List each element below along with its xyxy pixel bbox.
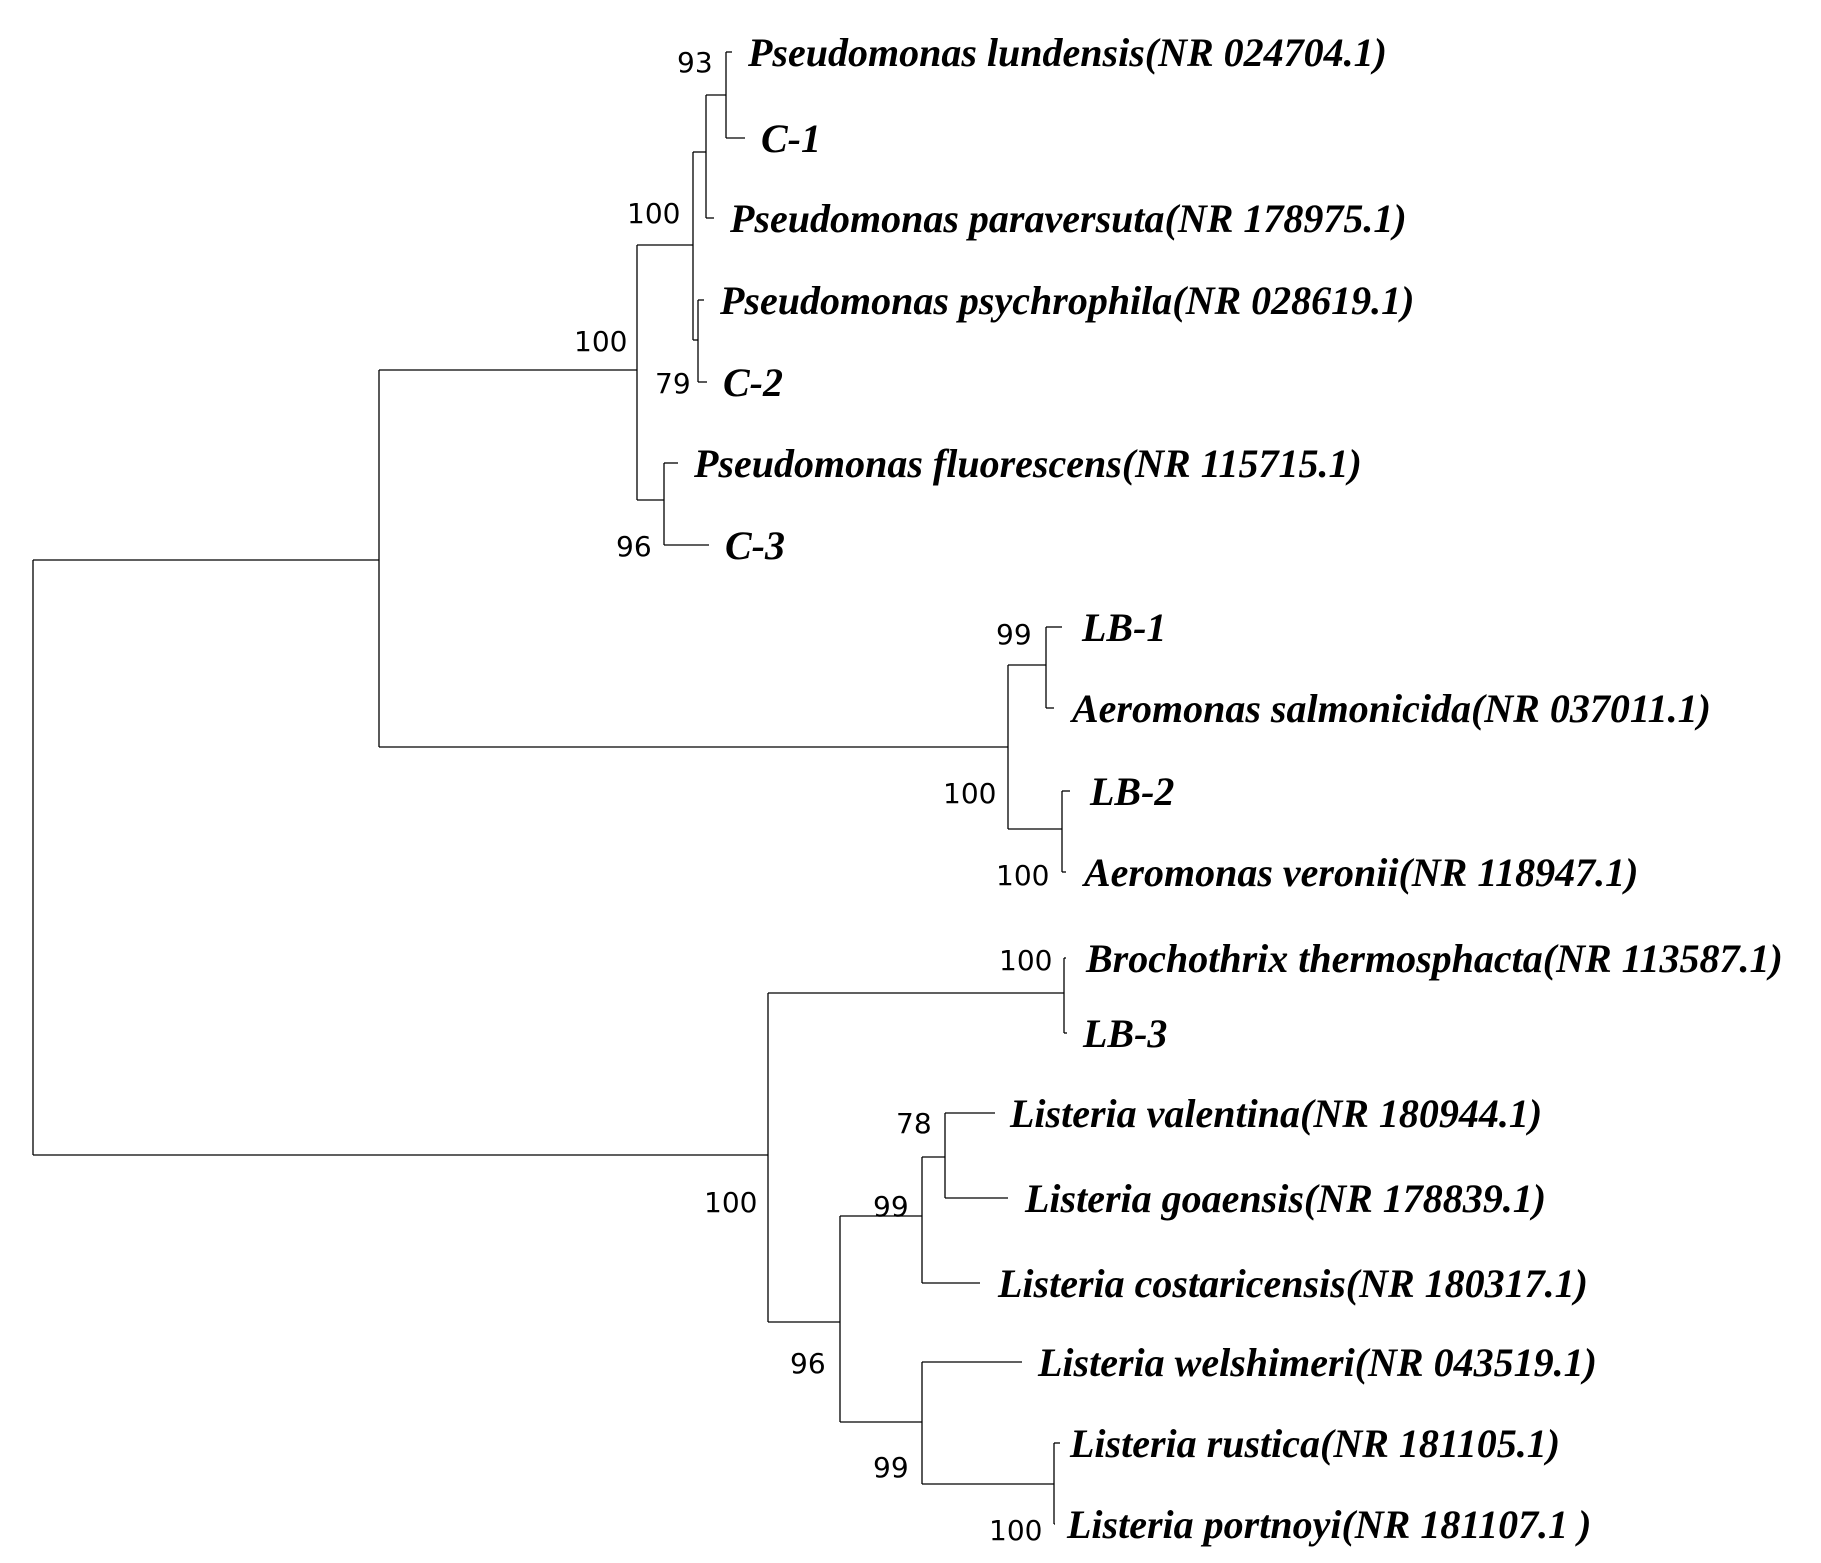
taxon-label: LB-1 [1081, 605, 1166, 650]
taxon-label: LB-3 [1082, 1011, 1167, 1056]
taxon-label: Aeromonas veronii(NR 118947.1) [1081, 850, 1638, 895]
taxon-label: Listeria costaricensis(NR 180317.1) [997, 1261, 1588, 1306]
support-value: 99 [873, 1451, 909, 1484]
support-value: 93 [677, 46, 713, 79]
taxon-labels: Pseudomonas lundensis(NR 024704.1) C-1 P… [693, 30, 1783, 1547]
taxon-label: LB-2 [1089, 769, 1174, 814]
taxon-label: C-1 [761, 116, 821, 161]
support-value: 78 [896, 1107, 932, 1140]
support-values: 93 100 100 79 96 99 100 100 100 78 99 10… [574, 46, 1052, 1547]
taxon-label: C-3 [725, 523, 785, 568]
taxon-label: Brochothrix thermosphacta(NR 113587.1) [1085, 936, 1783, 981]
taxon-label: Pseudomonas paraversuta(NR 178975.1) [729, 196, 1407, 241]
support-value: 99 [996, 618, 1032, 651]
support-value: 96 [790, 1347, 826, 1380]
taxon-label: C-2 [723, 360, 783, 405]
taxon-label: Listeria rustica(NR 181105.1) [1069, 1421, 1560, 1466]
taxon-label: Listeria valentina(NR 180944.1) [1009, 1091, 1542, 1136]
support-value: 79 [655, 367, 691, 400]
taxon-label: Pseudomonas fluorescens(NR 115715.1) [693, 441, 1362, 486]
support-value: 100 [996, 859, 1049, 892]
taxon-label: Listeria welshimeri(NR 043519.1) [1037, 1340, 1597, 1385]
taxon-label: Listeria goaensis(NR 178839.1) [1024, 1176, 1546, 1221]
taxon-label: Pseudomonas lundensis(NR 024704.1) [747, 30, 1387, 75]
taxon-label: Listeria portnoyi(NR 181107.1 ) [1066, 1502, 1591, 1547]
tree-branches [32, 51, 1070, 1525]
support-value: 100 [574, 325, 627, 358]
support-value: 100 [627, 197, 680, 230]
support-value: 99 [873, 1190, 909, 1223]
support-value: 100 [943, 777, 996, 810]
taxon-label: Aeromonas salmonicida(NR 037011.1) [1069, 686, 1711, 731]
support-value: 100 [999, 944, 1052, 977]
support-value: 96 [616, 530, 652, 563]
support-value: 100 [704, 1186, 757, 1219]
support-value: 100 [989, 1514, 1042, 1547]
taxon-label: Pseudomonas psychrophila(NR 028619.1) [719, 278, 1415, 323]
